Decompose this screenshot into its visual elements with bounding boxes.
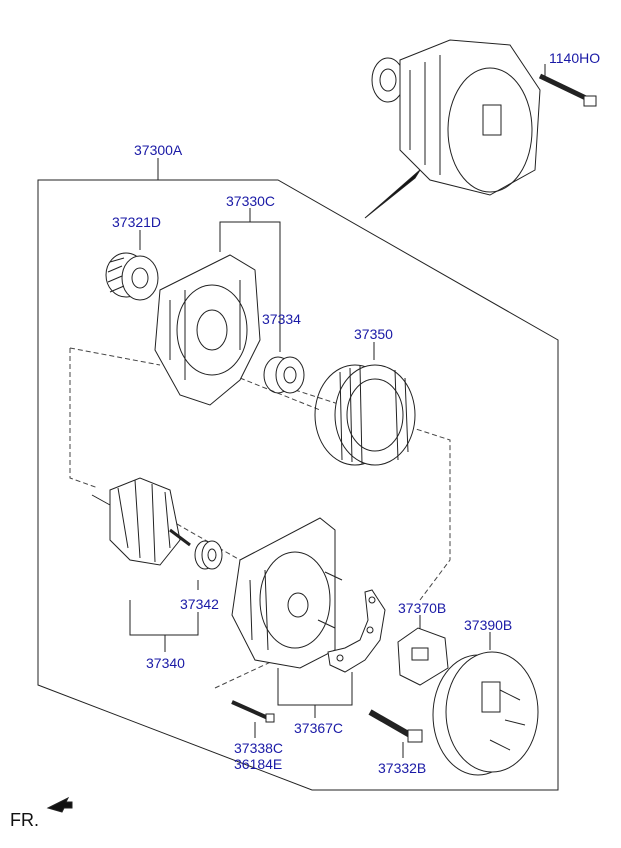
alternator-assembly-icon <box>364 39 541 219</box>
front-direction-label: FR. <box>10 810 39 830</box>
label-36184e[interactable]: 36184E <box>234 756 283 772</box>
rectifier-icon <box>327 589 386 673</box>
label-37334[interactable]: 37334 <box>262 311 301 327</box>
regulator-icon <box>397 627 449 686</box>
label-37332b[interactable]: 37332B <box>378 760 427 776</box>
stator-icon <box>314 364 416 466</box>
bolt-1140ho-icon <box>538 73 597 107</box>
pulley-icon <box>105 252 159 301</box>
label-1140ho[interactable]: 1140HO <box>549 50 601 66</box>
rotor-icon <box>91 477 191 566</box>
rear-bracket-icon <box>231 517 343 669</box>
label-37390b[interactable]: 37390B <box>464 617 513 633</box>
rear-bearing-icon <box>194 540 223 570</box>
front-bracket-icon <box>154 254 261 406</box>
label-37340[interactable]: 37340 <box>146 655 185 671</box>
label-37300a[interactable]: 37300A <box>134 142 183 158</box>
label-37338c[interactable]: 37338C <box>234 740 284 756</box>
label-37330c[interactable]: 37330C <box>226 193 276 209</box>
label-37321d[interactable]: 37321D <box>112 214 162 230</box>
label-37350[interactable]: 37350 <box>354 326 393 342</box>
bolt-37332b-icon <box>368 709 423 743</box>
bearing-icon <box>263 356 305 394</box>
bolt-37338c-icon <box>231 700 275 723</box>
rear-cover-icon <box>432 651 539 776</box>
assembly-outline <box>37 179 559 791</box>
label-37367c[interactable]: 37367C <box>294 720 344 736</box>
label-37342[interactable]: 37342 <box>180 596 219 612</box>
front-direction-arrow-icon <box>46 796 73 813</box>
label-37370b[interactable]: 37370B <box>398 600 447 616</box>
